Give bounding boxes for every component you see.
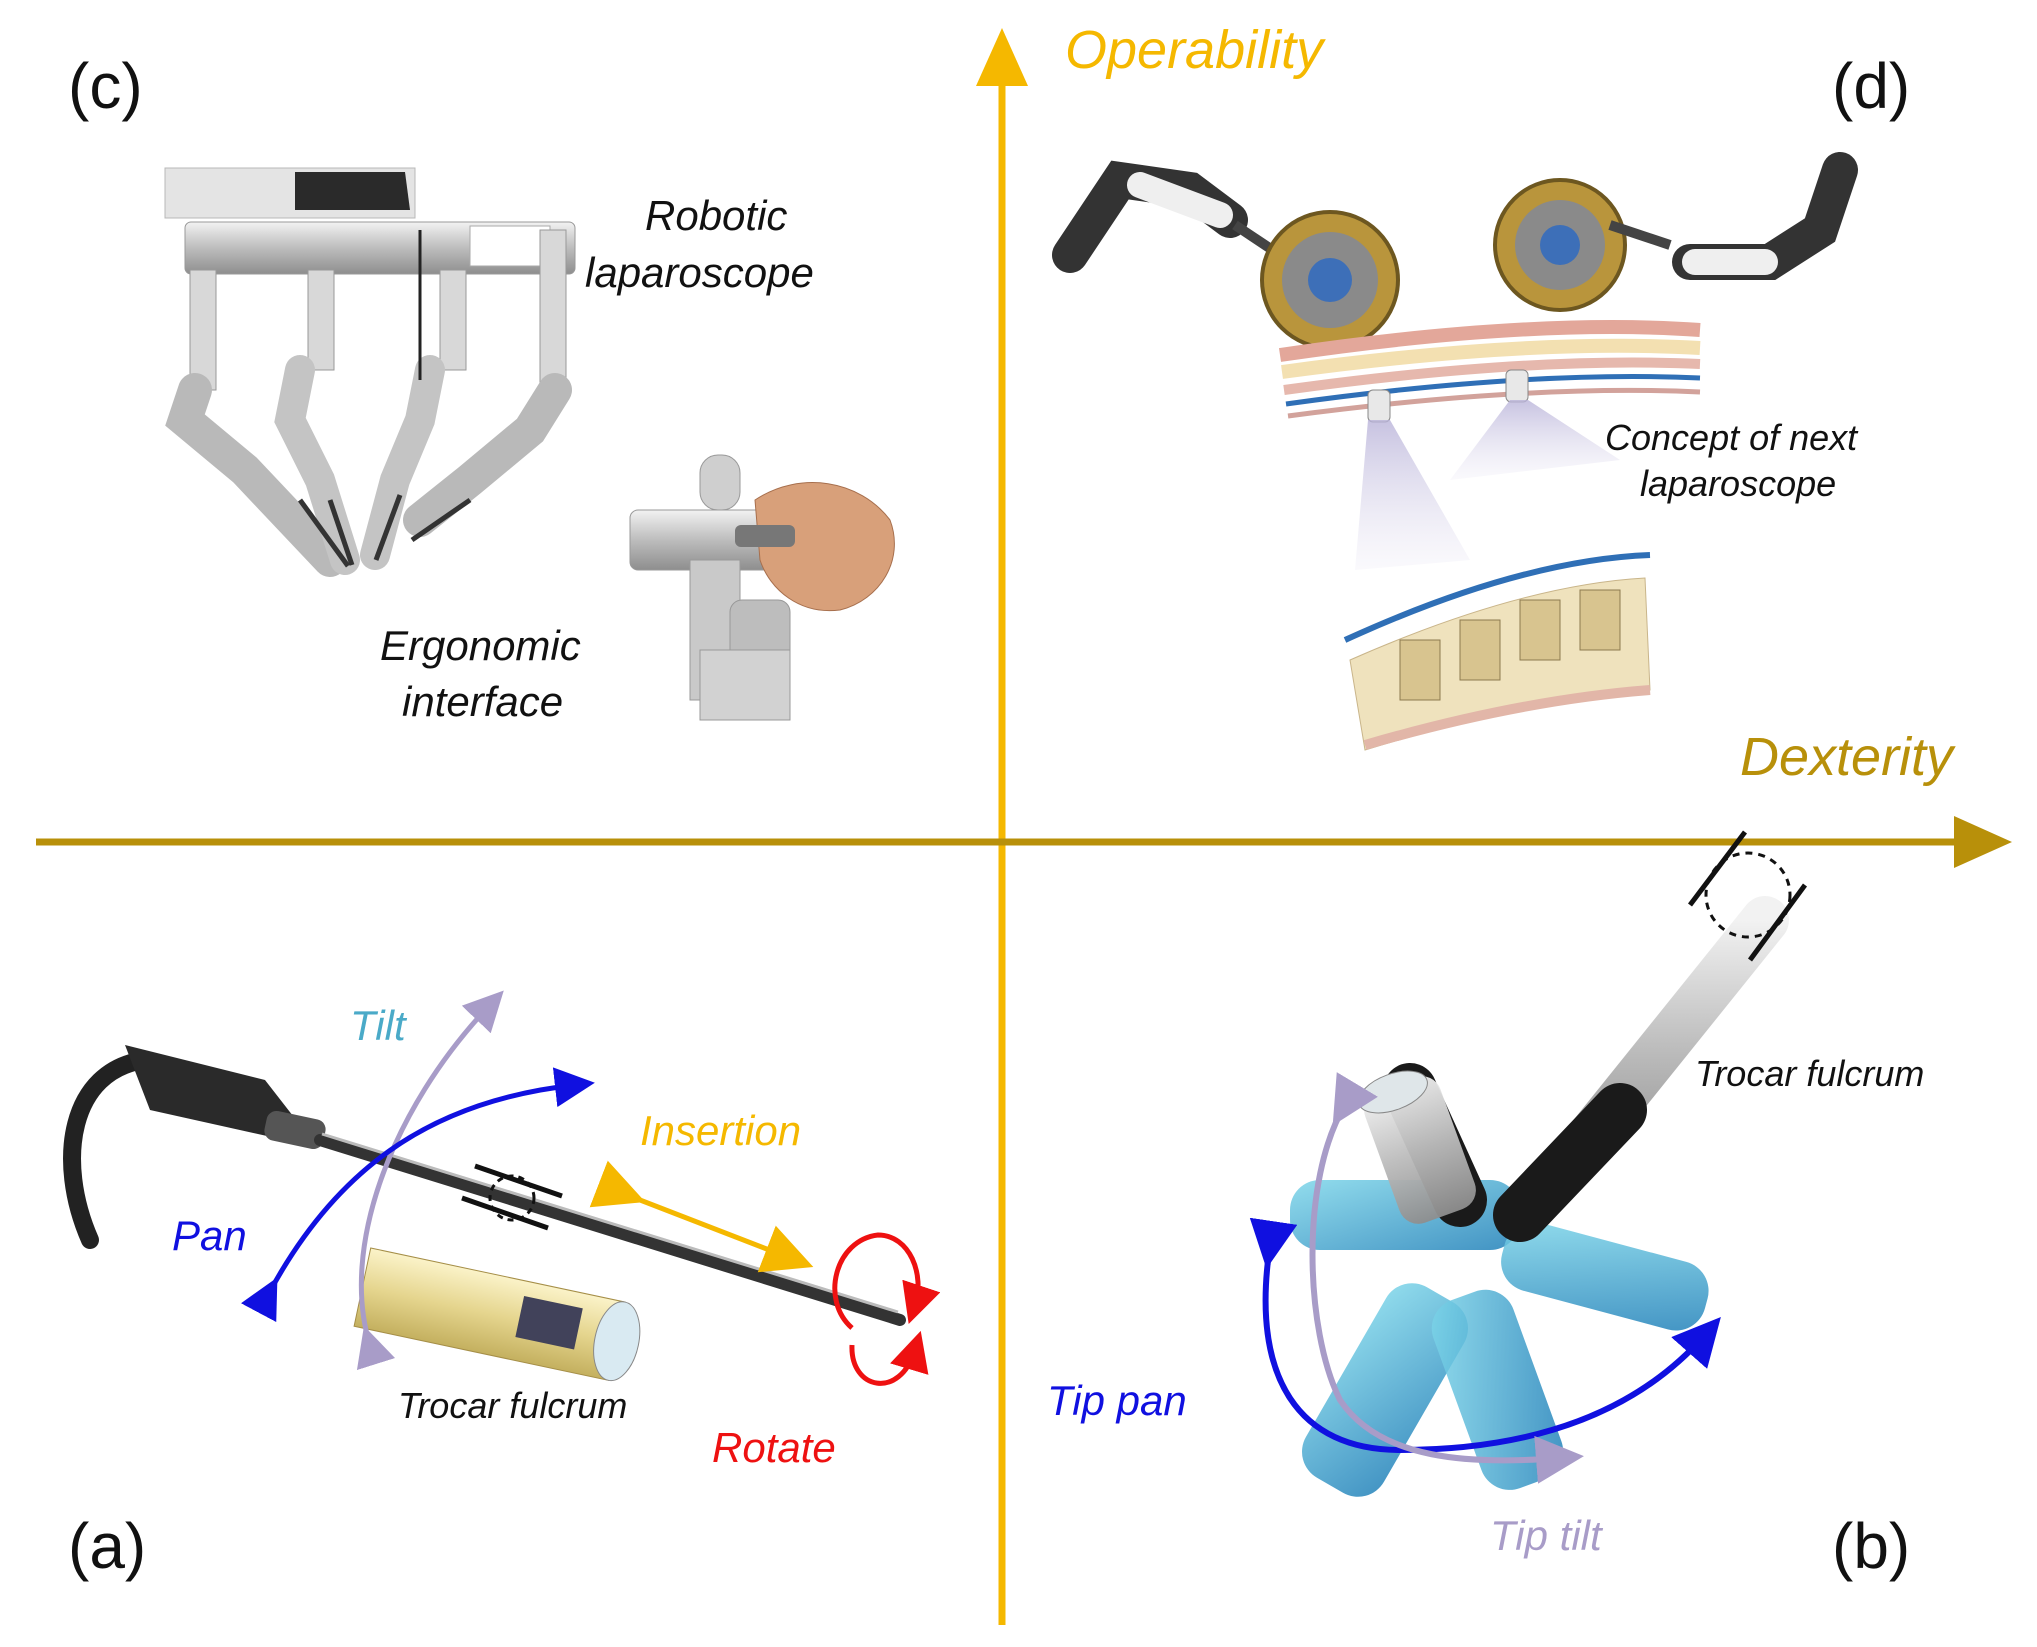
insertion-arrow — [589, 1160, 814, 1273]
pan-arrow — [240, 1067, 595, 1323]
pan-label: Pan — [172, 1212, 247, 1259]
robotic-label-line2: laparoscope — [585, 249, 814, 296]
vertical-axis — [976, 28, 1028, 1625]
rotate-label: Rotate — [712, 1424, 836, 1471]
quadrant-a-tag: (a) — [68, 1510, 146, 1582]
flexible-tip-illustration — [1290, 830, 1808, 1497]
tip-tilt-arrow — [1309, 1072, 1584, 1484]
y-axis-arrowhead — [976, 28, 1028, 86]
ergonomic-label-line2: interface — [402, 678, 563, 725]
tip-tilt-label: Tip tilt — [1490, 1512, 1604, 1559]
insertion-label: Insertion — [640, 1107, 801, 1154]
x-axis-arrowhead — [1954, 816, 2012, 868]
ergonomic-label-line1: Ergonomic — [380, 622, 581, 669]
robotic-label-line1: Robotic — [645, 192, 787, 239]
quadrant-c-tag: (c) — [68, 50, 143, 122]
next-laparoscope-concept-illustration — [1052, 152, 1858, 751]
horizontal-axis — [36, 816, 2012, 868]
rotate-arrow-upper — [832, 1232, 941, 1330]
tilt-label: Tilt — [350, 1002, 408, 1049]
tip-pan-label: Tip pan — [1047, 1377, 1187, 1424]
ergonomic-interface-illustration — [629, 454, 895, 721]
rotate-arrow-lower — [849, 1330, 929, 1386]
concept-label-line2: laparoscope — [1640, 463, 1836, 504]
x-axis-label: Dexterity — [1740, 727, 1956, 787]
trocar-fulcrum-label-b: Trocar fulcrum — [1695, 1053, 1924, 1094]
y-axis-label: Operability — [1065, 20, 1326, 80]
robotic-laparoscope-illustration — [164, 167, 576, 577]
concept-label-line1: Concept of next — [1605, 417, 1859, 458]
trocar-fulcrum-label-a: Trocar fulcrum — [398, 1385, 627, 1426]
quadrant-b-tag: (b) — [1832, 1510, 1910, 1582]
quadrant-d-tag: (d) — [1832, 50, 1910, 122]
